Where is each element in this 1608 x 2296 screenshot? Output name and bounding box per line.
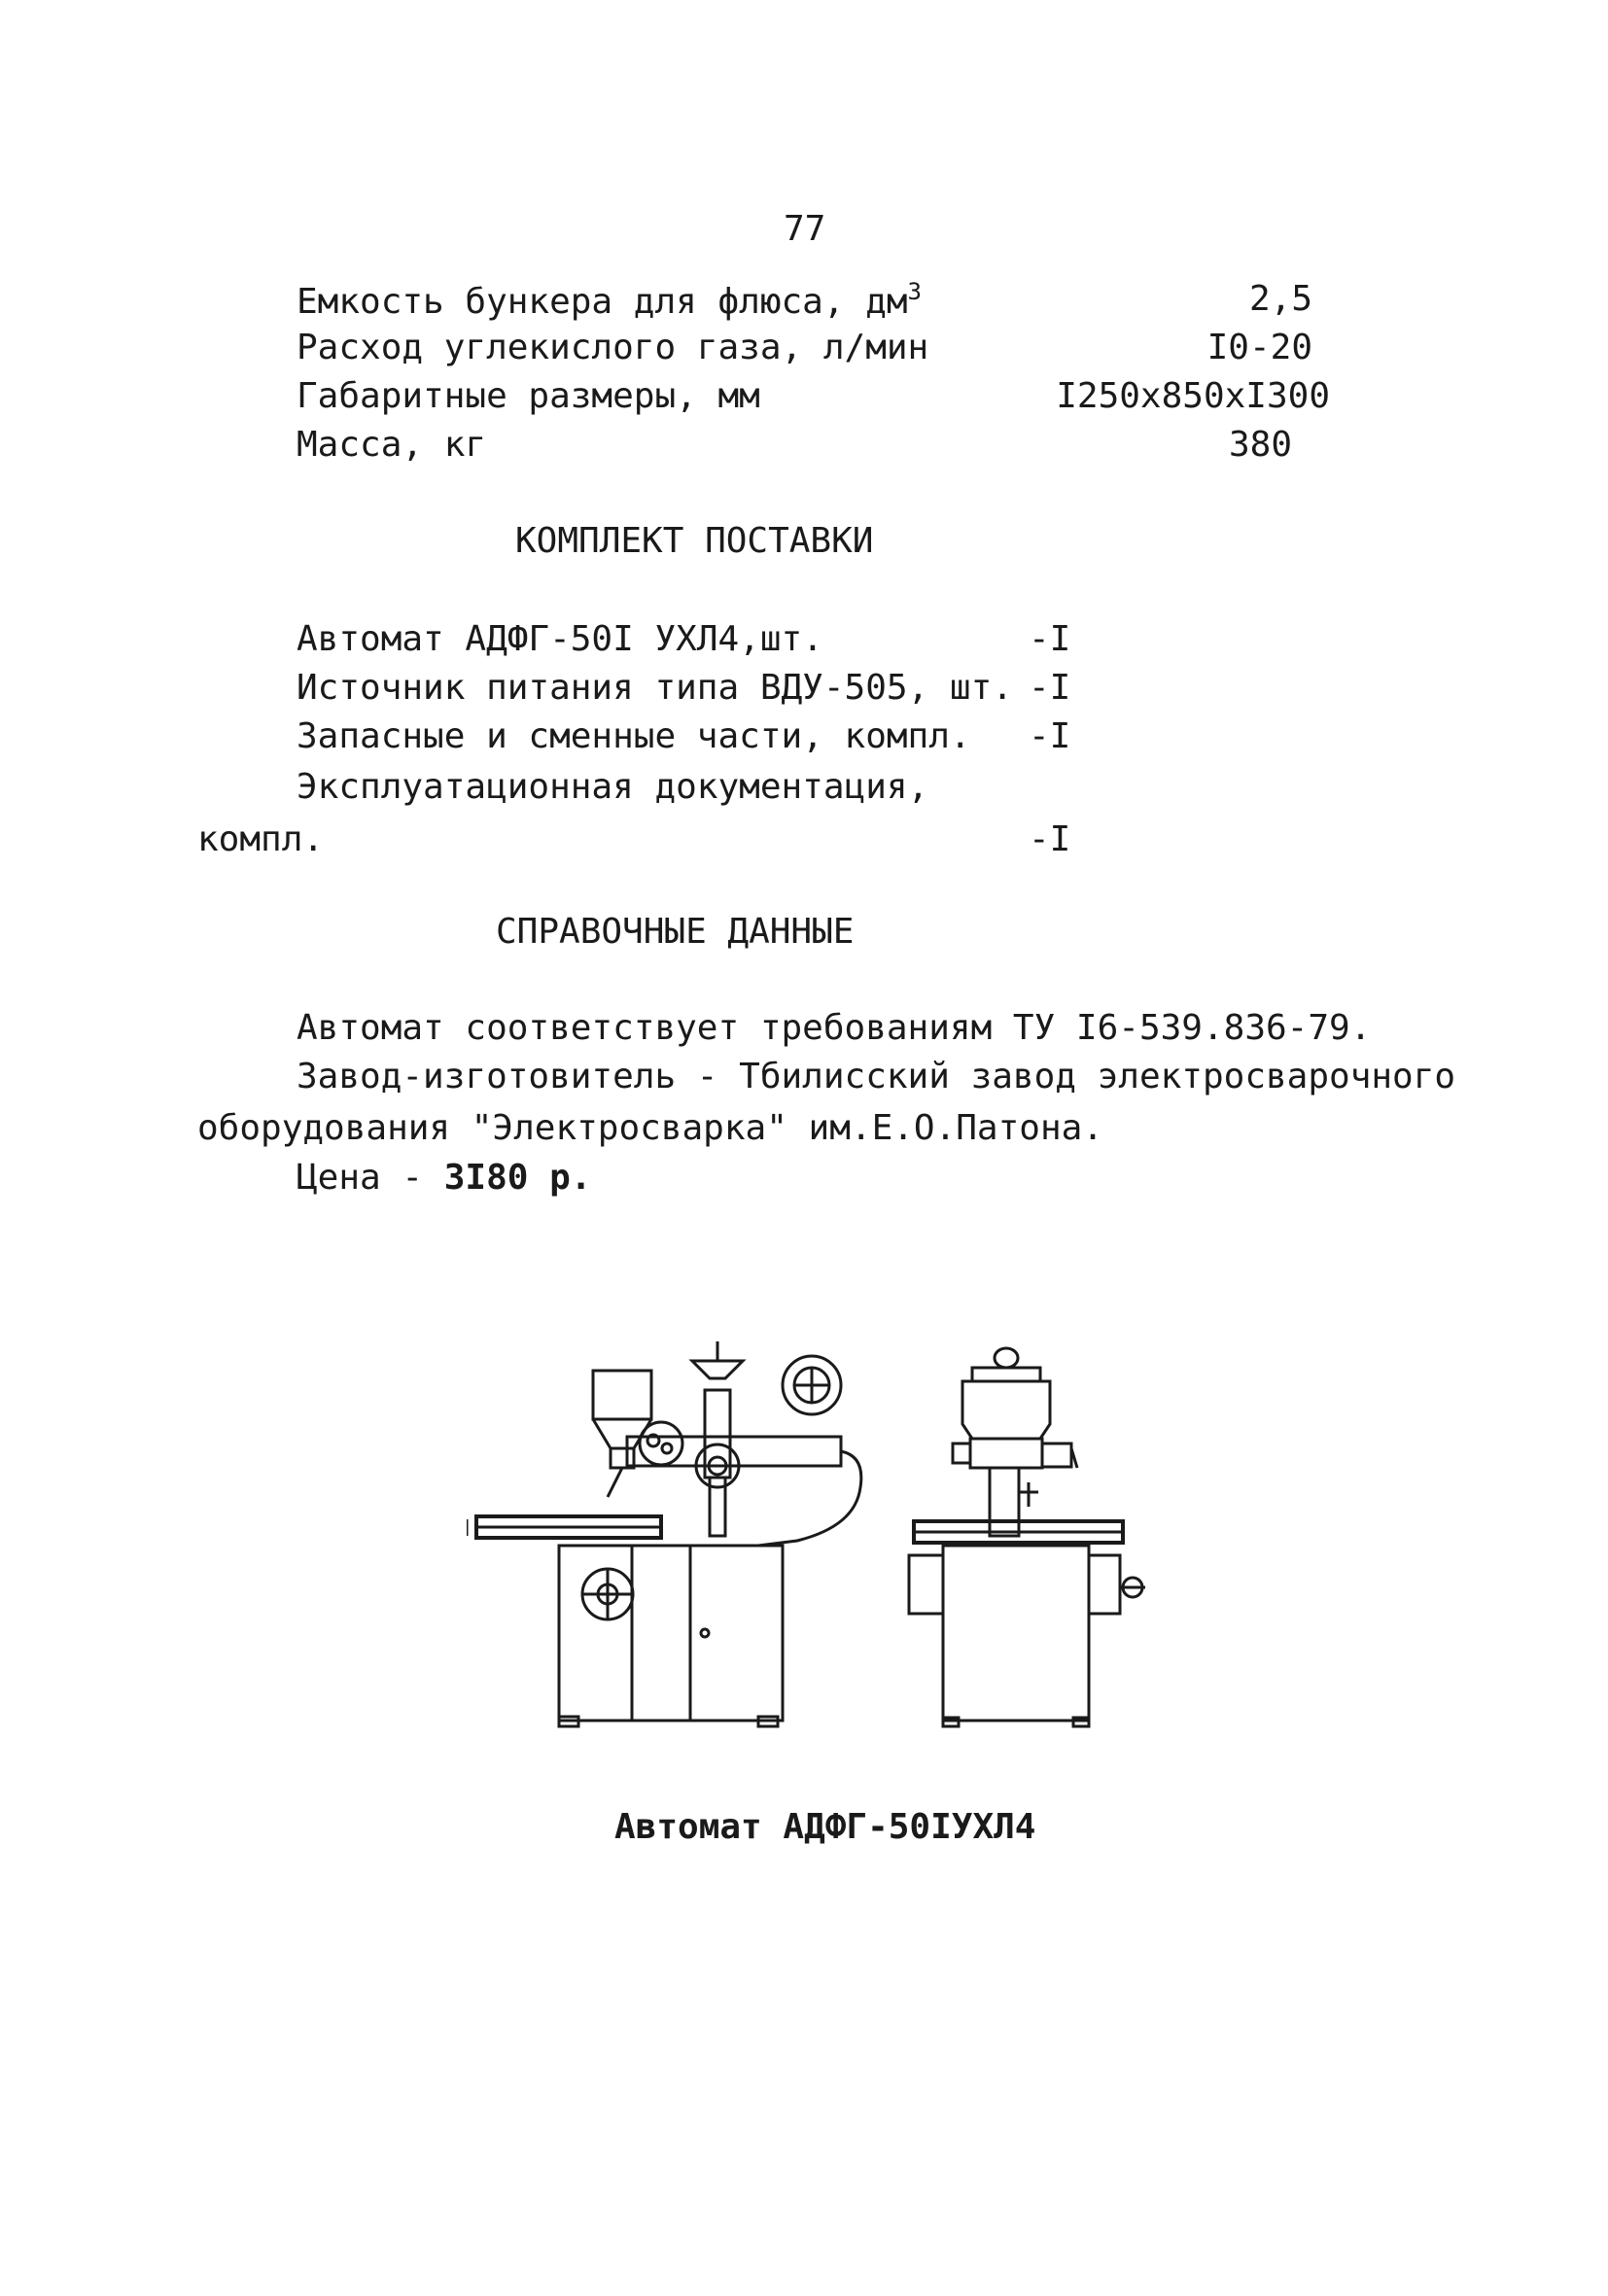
delivery-item-label: Автомат АДФГ-50I УХЛ4,шт. <box>297 619 823 659</box>
spec-label: Габаритные размеры, мм <box>297 376 760 416</box>
figure-caption: Автомат АДФГ-50IУХЛ4 <box>614 1807 1036 1847</box>
machine-side-view-drawing <box>907 1346 1145 1728</box>
reference-line: Автомат соответствует требованиям ТУ I6-… <box>297 1008 1372 1048</box>
delivery-item-qty: -I <box>1029 716 1071 756</box>
reference-line: Завод-изготовитель - Тбилисский завод эл… <box>297 1057 1456 1096</box>
spec-value: 380 <box>1228 425 1292 465</box>
spec-value: I250х850хI300 <box>1056 376 1330 416</box>
delivery-heading: КОМПЛЕКТ ПОСТАВКИ <box>515 521 874 561</box>
delivery-item-label: Источник питания типа ВДУ-505, шт. <box>297 668 1013 708</box>
spec-label-text: Емкость бункера для флюса, дм <box>297 282 908 322</box>
price-line: Цена - 3I80 р. <box>297 1161 591 1196</box>
delivery-item-qty: -I <box>1029 619 1071 659</box>
spec-value: I0-20 <box>1206 328 1312 367</box>
spec-label: Расход углекислого газа, л/мин <box>297 328 929 367</box>
price-value: 3I80 р. <box>443 1158 592 1198</box>
page-number: 77 <box>784 209 826 249</box>
spec-label: Масса, кг <box>297 425 487 465</box>
delivery-item-qty: -I <box>1029 668 1071 708</box>
price-label: Цена - <box>297 1158 444 1198</box>
spec-unit-superscript: 3 <box>907 278 922 305</box>
reference-heading: СПРАВОЧНЫЕ ДАННЫЕ <box>496 912 855 952</box>
delivery-item-label: Запасные и сменные части, компл. <box>297 716 971 756</box>
delivery-item-label-continued: компл. <box>197 819 325 859</box>
delivery-item-qty: -I <box>1029 819 1071 859</box>
reference-line: оборудования "Электросварка" им.Е.О.Пато… <box>197 1108 1103 1148</box>
machine-front-view-drawing <box>467 1341 863 1728</box>
spec-label: Емкость бункера для флюса, дм3 <box>297 280 922 320</box>
delivery-item-label: Эксплуатационная документация, <box>297 767 929 807</box>
spec-value: 2,5 <box>1248 279 1312 319</box>
